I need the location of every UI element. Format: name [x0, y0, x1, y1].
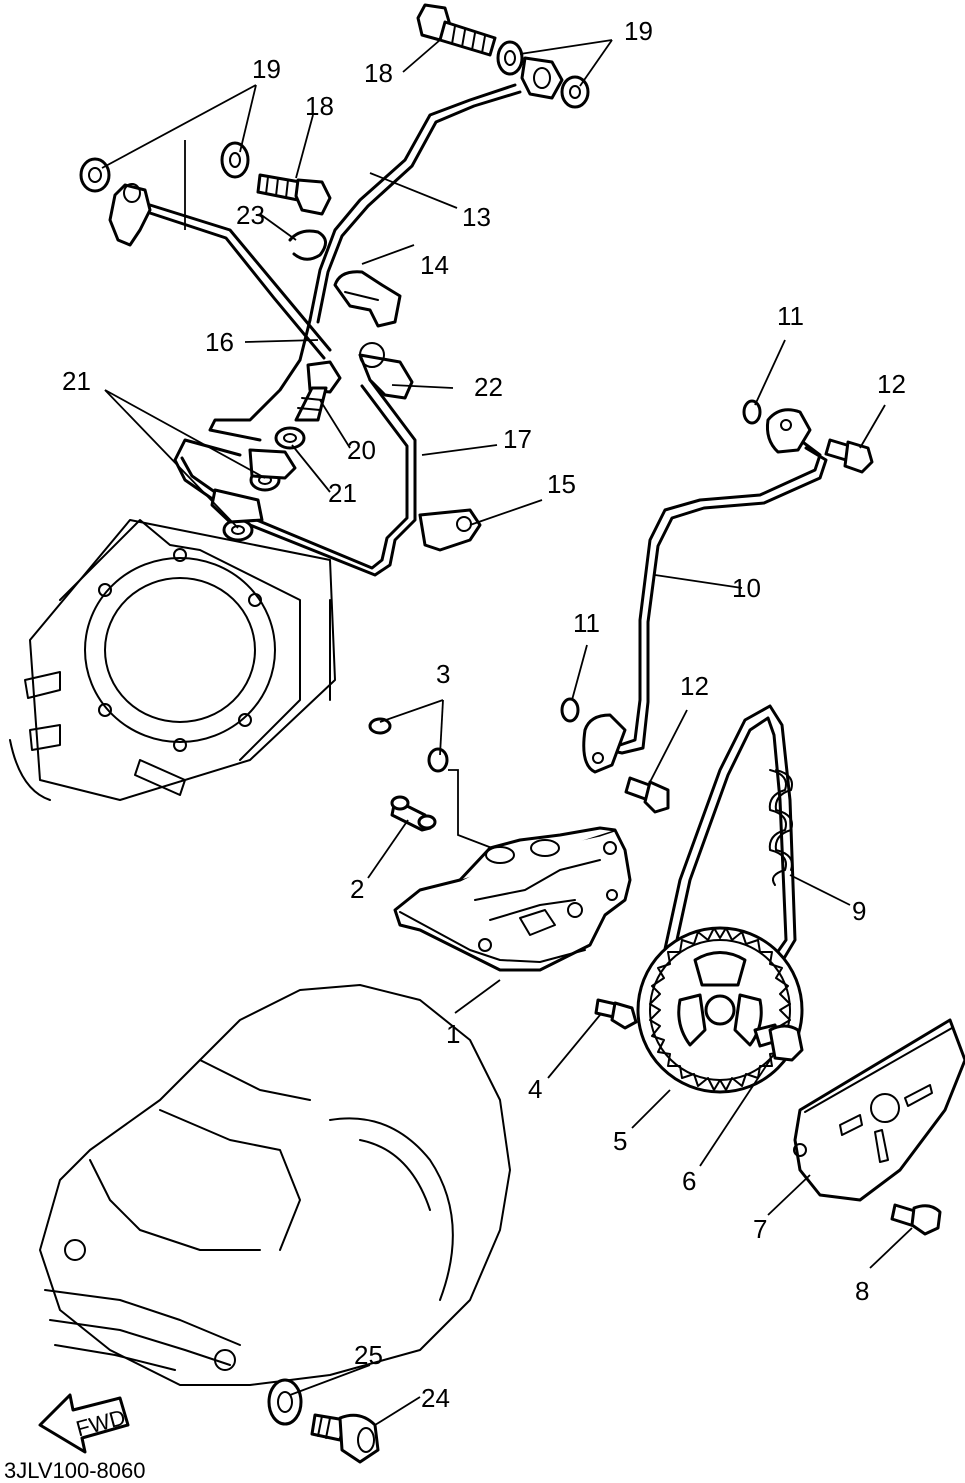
bolt-6 — [753, 1023, 804, 1062]
o-ring-3-b — [427, 747, 449, 773]
callout-11-lower: 11 — [573, 608, 600, 638]
callout-18-top: 18 — [364, 58, 393, 88]
oil-pump-assembly-1 — [393, 826, 632, 972]
callout-12-lower: 12 — [680, 671, 709, 701]
bolt-12-upper — [824, 438, 874, 474]
washer-21-a — [274, 426, 306, 450]
callout-22: 22 — [474, 372, 503, 402]
washer-19-top-a — [496, 40, 524, 76]
callout-1: 1 — [446, 1019, 460, 1049]
o-ring-3-a — [368, 717, 392, 735]
banjo-fitting-lower-b — [210, 488, 264, 524]
callout-2: 2 — [350, 874, 364, 904]
chain-link-detail — [768, 769, 793, 886]
callout-7: 7 — [753, 1214, 767, 1244]
washer-19-left-a — [79, 157, 111, 193]
engine-cylinder-outline — [9, 519, 336, 801]
callout-9: 9 — [852, 896, 866, 926]
callout-17: 17 — [503, 424, 532, 454]
callout-12-upper: 12 — [877, 369, 906, 399]
union-bolt-20 — [294, 360, 342, 422]
union-bolt-18-top — [416, 3, 497, 57]
drive-chain-9 — [653, 704, 797, 997]
oil-delivery-pipe-16 — [148, 203, 332, 442]
callout-18-left: 18 — [305, 91, 334, 121]
washer-19-left-b — [220, 141, 250, 179]
sprocket-cover-7 — [793, 1018, 965, 1202]
callout-10: 10 — [732, 573, 761, 603]
bolt-12-lower — [624, 776, 670, 814]
clamp-15 — [418, 508, 482, 552]
o-ring-3-guide-line — [448, 769, 493, 849]
callout-19-left: 19 — [252, 54, 281, 84]
callout-11-upper: 11 — [777, 301, 804, 331]
forward-direction-arrow: FWD — [38, 1393, 130, 1454]
callout-25: 25 — [354, 1340, 383, 1370]
callout-23: 23 — [236, 200, 265, 230]
leader-lines — [101, 39, 913, 1426]
clamp-14 — [333, 270, 402, 328]
callout-6: 6 — [682, 1166, 696, 1196]
clamp-22 — [358, 342, 414, 400]
sprocket-5 — [636, 926, 804, 1094]
callout-4: 4 — [528, 1074, 542, 1104]
banjo-fitting-top — [520, 56, 564, 100]
callout-21-right: 21 — [328, 478, 357, 508]
callout-21-left: 21 — [62, 366, 91, 396]
callout-20: 20 — [347, 435, 376, 465]
drain-bolt-24 — [310, 1413, 380, 1464]
oil-delivery-pipe-13 — [308, 83, 522, 324]
callout-labels: 1 2 3 4 5 6 7 8 9 10 11 11 12 12 13 14 1… — [62, 16, 906, 1413]
union-bolt-18-left — [256, 173, 332, 216]
callout-14: 14 — [420, 250, 449, 280]
oil-pipe-10 — [582, 408, 828, 774]
banjo-fitting-left — [108, 183, 152, 247]
drawing-code: 3JLV100-8060 — [4, 1458, 146, 1483]
washer-25 — [267, 1378, 303, 1426]
callout-15: 15 — [547, 469, 576, 499]
callout-8: 8 — [855, 1276, 869, 1306]
callout-13: 13 — [462, 202, 491, 232]
callout-19-top: 19 — [624, 16, 653, 46]
callout-16: 16 — [205, 327, 234, 357]
dowel-pin-2 — [390, 795, 437, 832]
oil-delivery-pipe-17 — [173, 378, 417, 577]
bolt-8 — [890, 1203, 942, 1236]
callout-24: 24 — [421, 1383, 450, 1413]
bolt-4 — [594, 998, 638, 1030]
crankcase-outline — [39, 984, 511, 1386]
clamp-23 — [288, 229, 327, 261]
callout-5: 5 — [613, 1126, 627, 1156]
o-ring-11-upper — [742, 399, 762, 425]
o-ring-11-lower — [560, 697, 580, 723]
callout-3: 3 — [436, 659, 450, 689]
